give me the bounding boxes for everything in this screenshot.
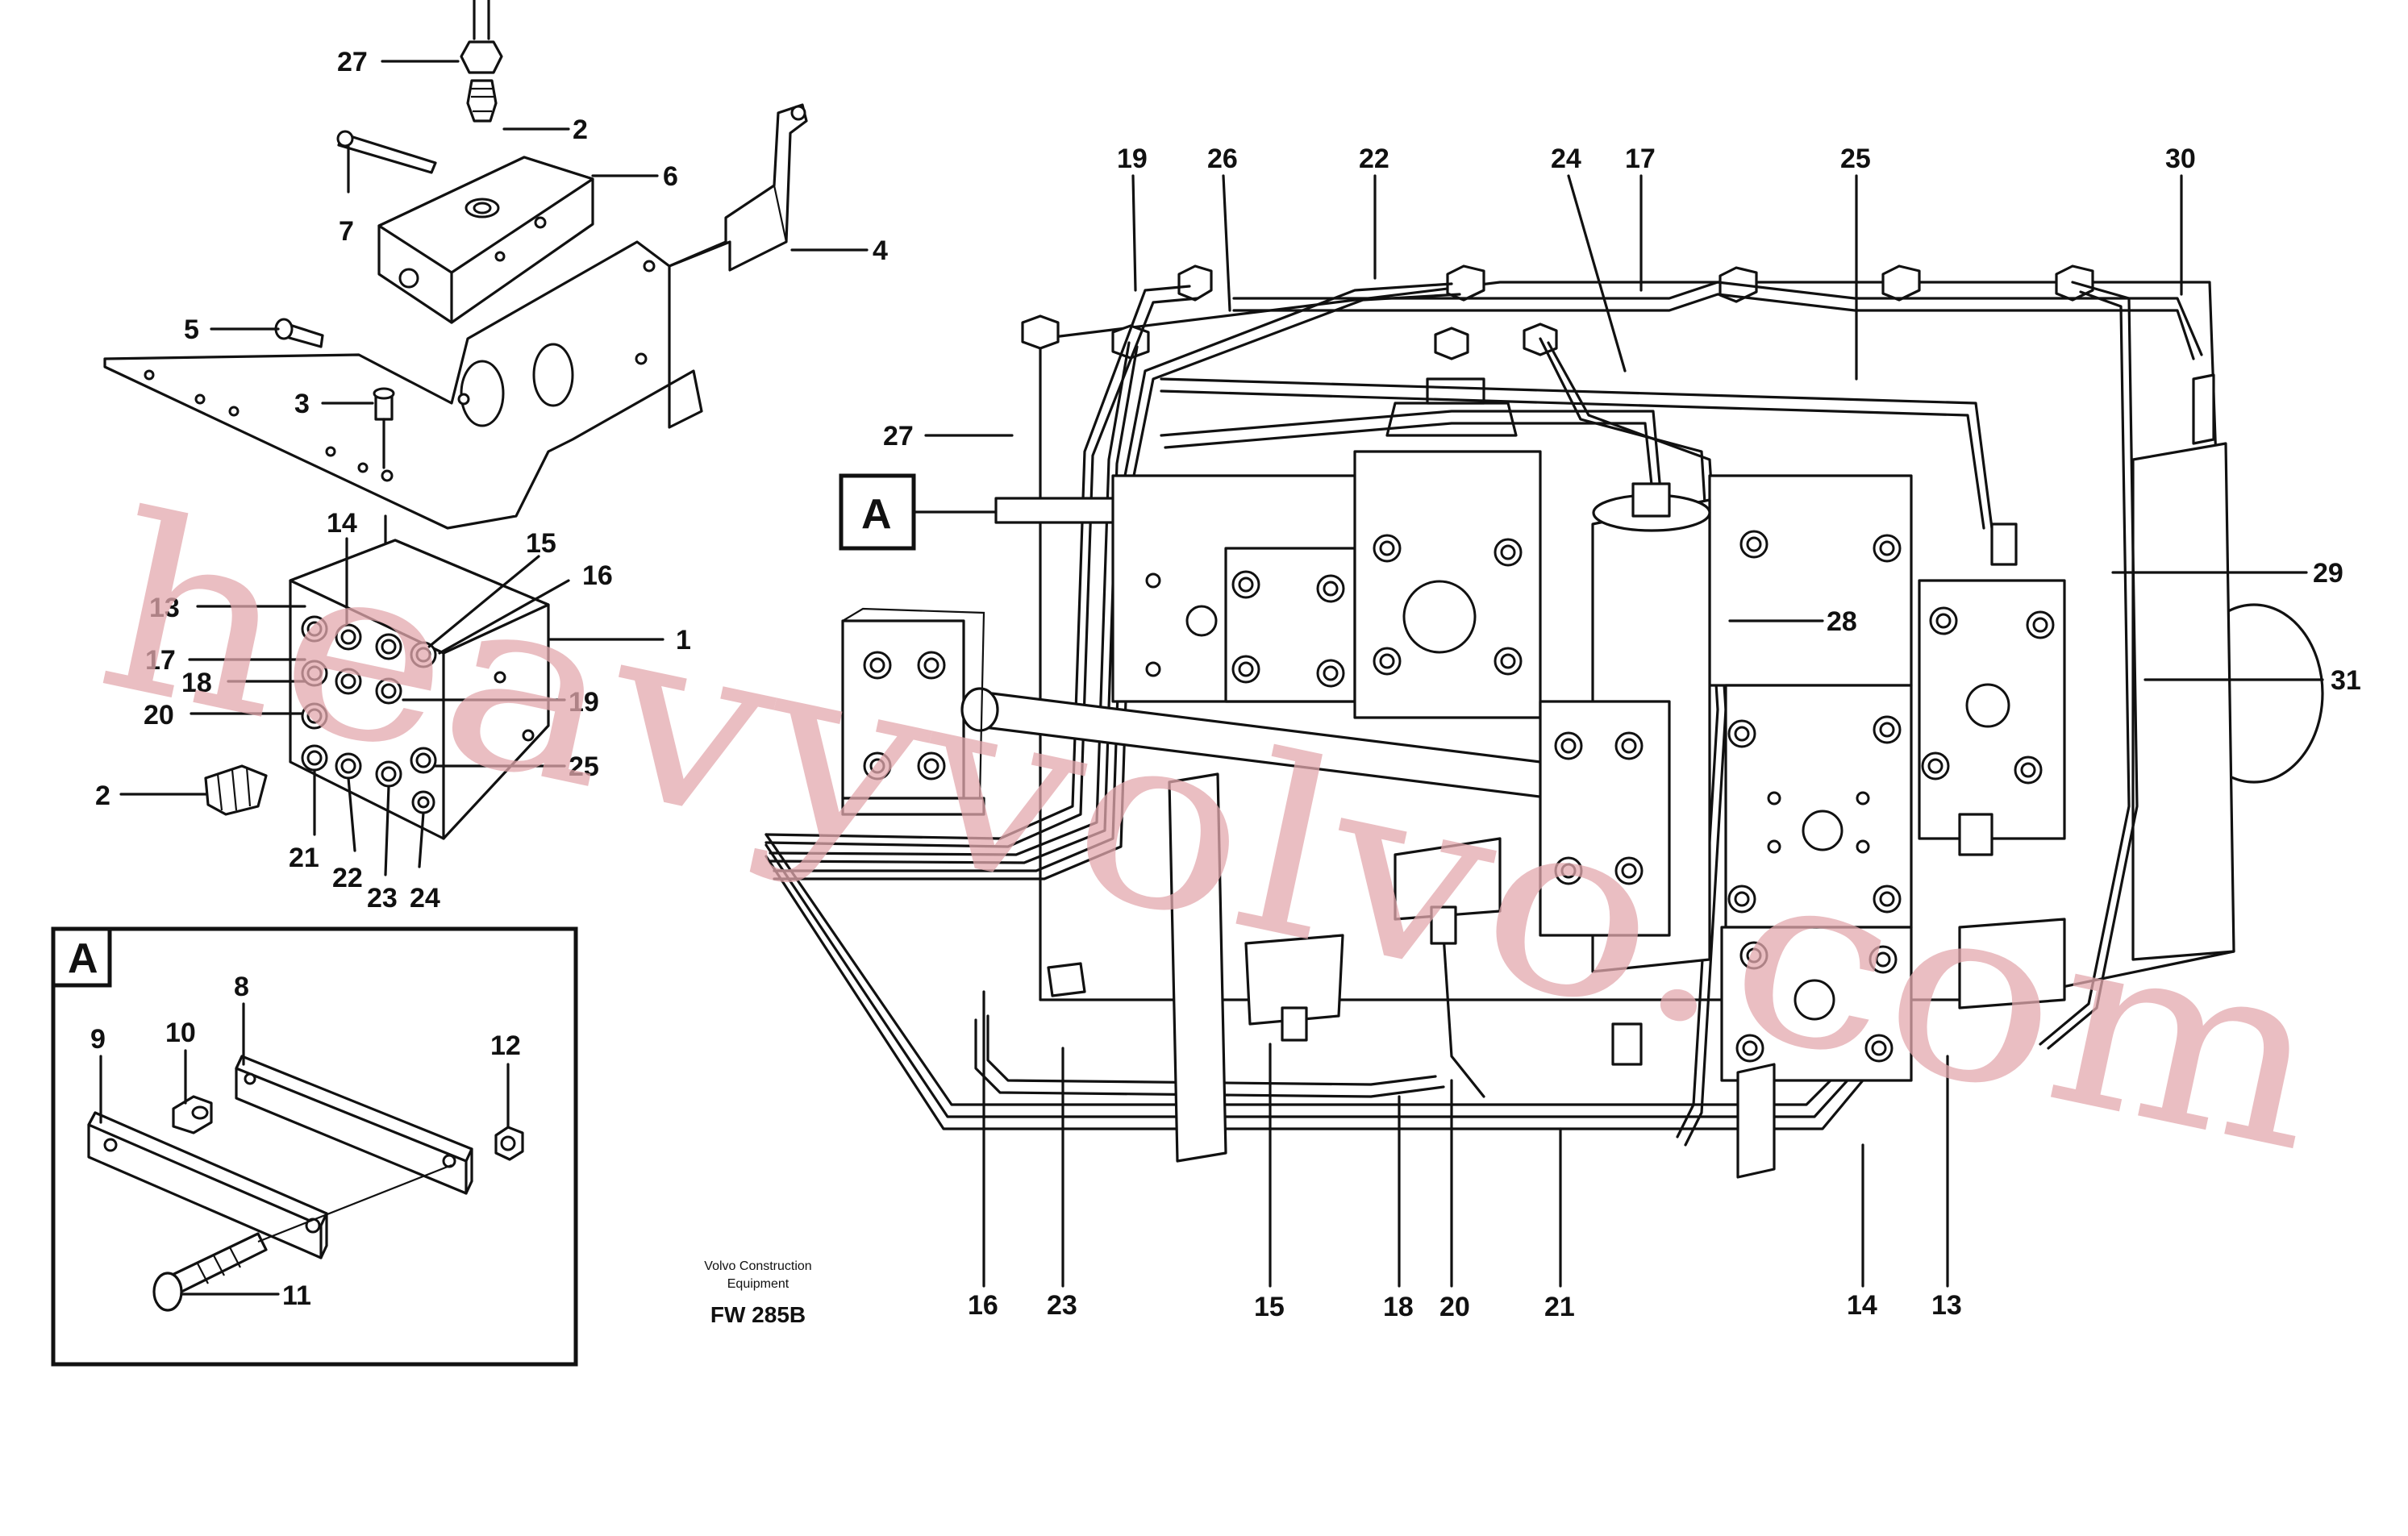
- label-31: 31: [2331, 665, 2361, 696]
- figure-code: FW 285B: [710, 1302, 806, 1327]
- label-15-bottom: 15: [1254, 1292, 1285, 1322]
- label-24: 24: [410, 883, 440, 914]
- label-26: 26: [1207, 144, 1238, 174]
- label-18-bottom: 18: [1383, 1292, 1414, 1322]
- label-23: 23: [367, 883, 398, 914]
- callout-a-main: [839, 473, 998, 551]
- label-5: 5: [184, 314, 199, 345]
- top-fittings: [1021, 264, 2094, 437]
- label-27: 27: [337, 47, 368, 77]
- label-9: 9: [90, 1024, 106, 1055]
- label-24-top: 24: [1551, 144, 1581, 174]
- label-1: 1: [676, 625, 691, 656]
- detail-box-a: [51, 926, 578, 1367]
- label-27-main: 27: [883, 421, 914, 452]
- label-2-side: 2: [95, 780, 110, 811]
- main-leader-lines: [924, 174, 2324, 1288]
- port-holes: [301, 615, 535, 814]
- valve-sections: [841, 450, 2066, 1082]
- main-valve-assembly: [764, 264, 2324, 1179]
- label-10: 10: [165, 1018, 196, 1048]
- label-14-bottom: 14: [1847, 1290, 1877, 1321]
- credit-line-2: Equipment: [727, 1277, 789, 1291]
- label-21: 21: [289, 843, 319, 873]
- label-12: 12: [490, 1030, 521, 1061]
- label-19: 19: [569, 687, 599, 718]
- label-25: 25: [569, 751, 599, 782]
- label-15: 15: [526, 528, 556, 559]
- label-2: 2: [573, 114, 588, 145]
- label-30: 30: [2165, 144, 2196, 174]
- label-17: 17: [145, 645, 176, 676]
- label-16-bottom: 16: [968, 1290, 998, 1321]
- left-leader-lines: [119, 60, 869, 876]
- label-13: 13: [149, 593, 180, 623]
- label-20: 20: [144, 700, 174, 731]
- label-6: 6: [663, 161, 678, 192]
- label-14: 14: [327, 508, 357, 539]
- label-17-top: 17: [1625, 144, 1656, 174]
- label-22-top: 22: [1359, 144, 1389, 174]
- label-16: 16: [582, 560, 613, 591]
- label-28: 28: [1827, 606, 1857, 637]
- label-20-bottom: 20: [1439, 1292, 1470, 1322]
- label-3: 3: [294, 389, 310, 419]
- detail-box-title: A: [68, 935, 98, 982]
- callout-a-label: A: [861, 491, 892, 538]
- left-exploded-assembly: [103, 0, 808, 840]
- label-7: 7: [339, 216, 354, 247]
- label-21-bottom: 21: [1544, 1292, 1575, 1322]
- label-8: 8: [234, 972, 249, 1002]
- label-13-bottom: 13: [1931, 1290, 1962, 1321]
- label-29: 29: [2313, 558, 2343, 589]
- label-18: 18: [181, 668, 212, 698]
- label-11: 11: [282, 1280, 311, 1311]
- label-4: 4: [873, 235, 888, 266]
- label-23-bottom: 23: [1047, 1290, 1077, 1321]
- label-22: 22: [332, 863, 363, 893]
- credit-line-1: Volvo Construction: [704, 1259, 811, 1273]
- label-19-top: 19: [1117, 144, 1148, 174]
- label-25-top: 25: [1840, 144, 1871, 174]
